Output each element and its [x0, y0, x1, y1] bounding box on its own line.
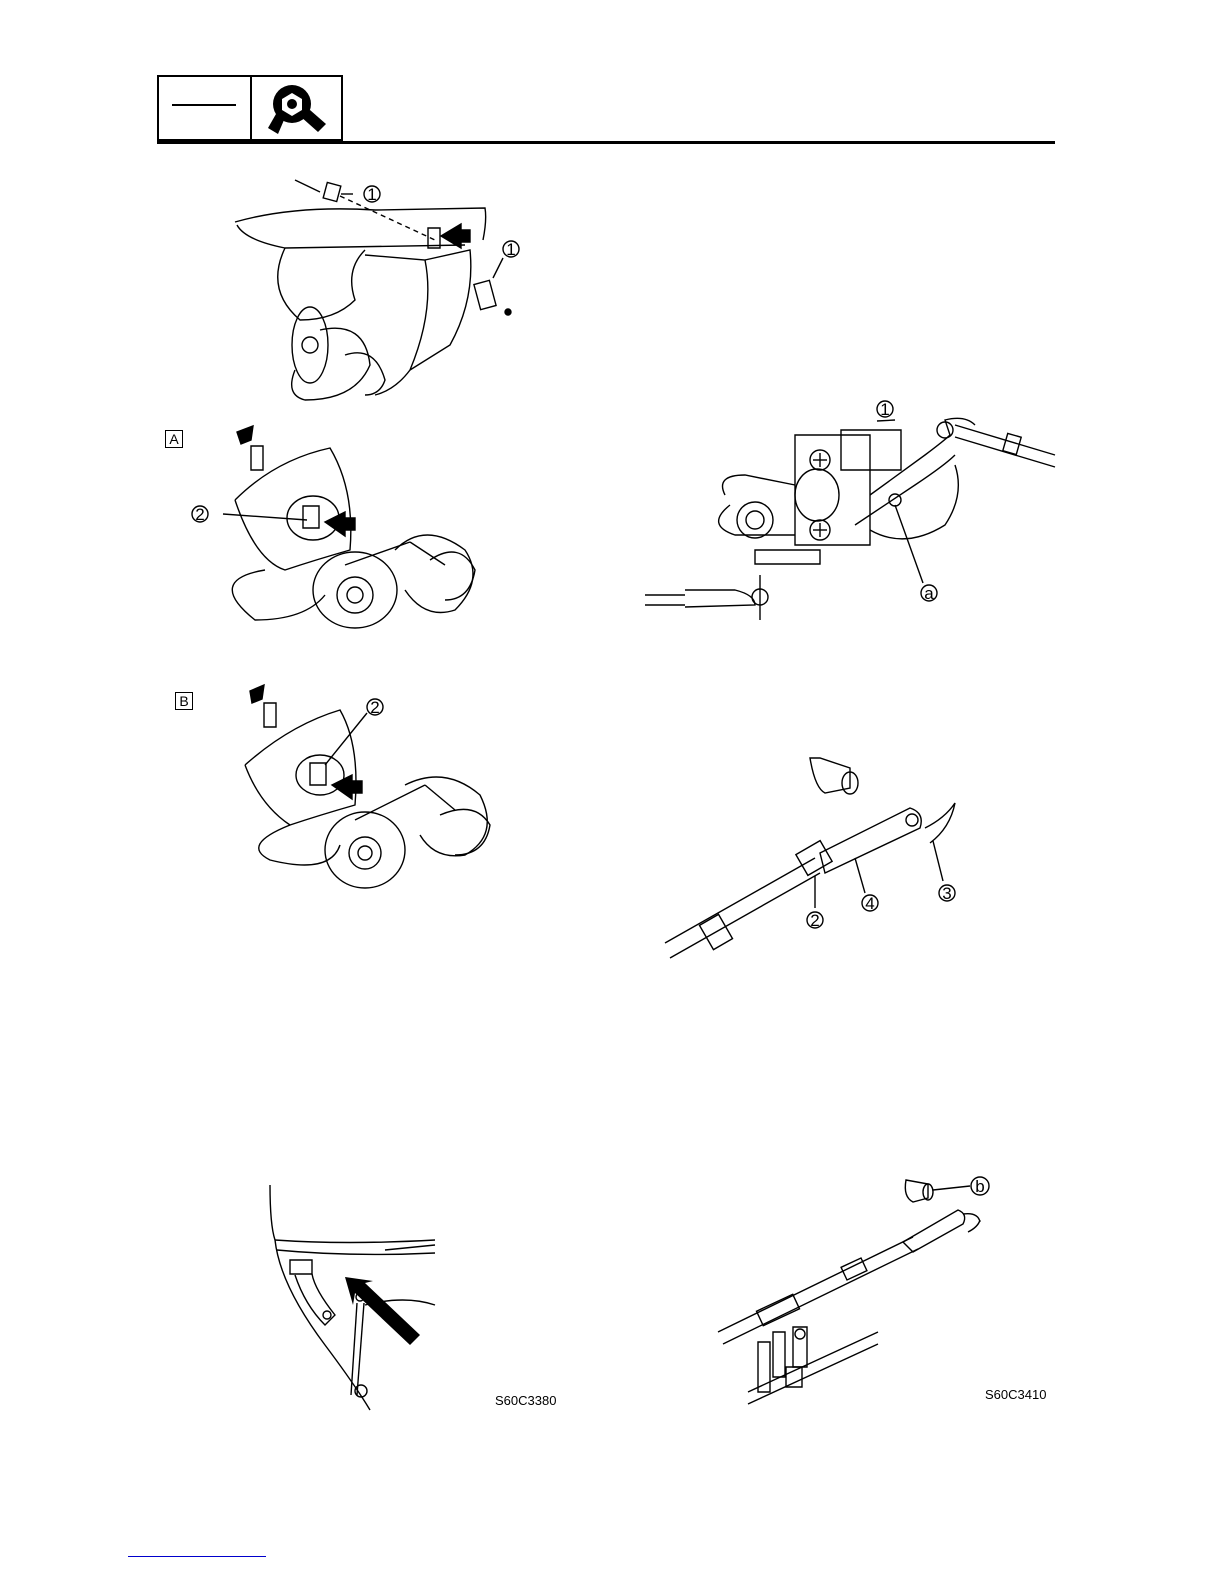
service-wrench-nut-icon — [262, 80, 332, 138]
figure-gearcase-anode: 1 1 — [225, 170, 535, 405]
callout-b: b — [975, 1177, 984, 1196]
callout-2: 2 — [370, 698, 379, 717]
callout-3: 3 — [942, 884, 951, 903]
figure-propeller-b: 2 — [240, 685, 510, 910]
footer-link-underline[interactable] — [128, 1556, 266, 1557]
figure-tag-a: A — [165, 430, 183, 448]
figure-shift-cable: b — [718, 1172, 998, 1412]
figure-propeller-a: 2 — [185, 420, 515, 650]
callout-a: a — [924, 584, 934, 603]
header-divider — [250, 75, 252, 141]
header-rule — [157, 141, 1055, 144]
callout-1: 1 — [880, 400, 889, 419]
header-blank-line — [172, 104, 236, 106]
callout-2: 2 — [810, 911, 819, 930]
figure-shift-lever: 1 a — [645, 385, 1060, 625]
figure-code: S60C3380 — [495, 1393, 556, 1408]
callout-1: 1 — [506, 240, 515, 259]
callout-1: 1 — [367, 185, 376, 204]
callout-4: 4 — [865, 894, 874, 913]
figure-tag-b: B — [175, 692, 193, 710]
figure-lower-case — [265, 1185, 440, 1410]
figure-cable-joint: 2 4 3 — [665, 748, 970, 963]
figure-code: S60C3410 — [985, 1387, 1046, 1402]
callout-2: 2 — [195, 505, 204, 524]
